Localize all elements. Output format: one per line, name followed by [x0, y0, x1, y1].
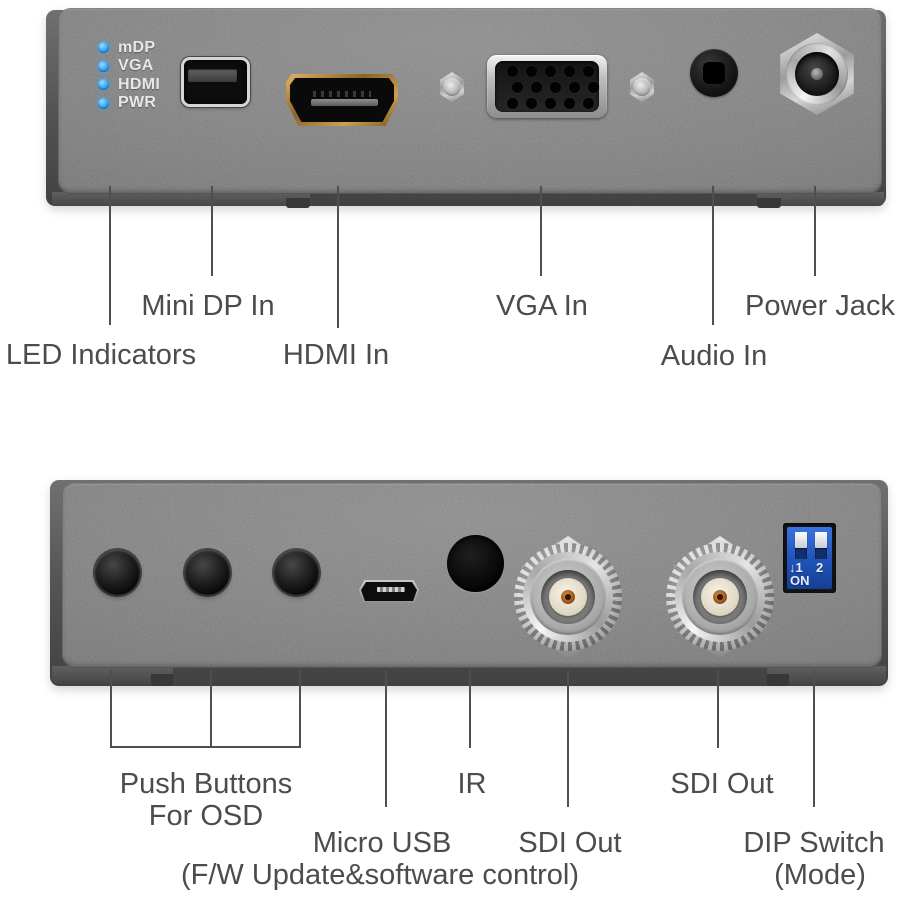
- leader-line-sdi-1: [567, 670, 569, 807]
- hdmi-inner: [290, 78, 394, 122]
- hdmi-port: [286, 74, 398, 126]
- front-chassis-notch-right: [757, 198, 781, 208]
- callout-push-buttons-line2: For OSD: [148, 800, 264, 832]
- led-indicators: mDP VGA HDMI PWR: [98, 38, 161, 112]
- leader-line-ir: [469, 670, 471, 748]
- dip-label-2: 2: [816, 560, 824, 575]
- callout-hdmi-in: HDMI In: [282, 339, 390, 371]
- push-button-2: [185, 550, 230, 595]
- callout-sdi-out-top: SDI Out: [670, 768, 774, 800]
- dip-label-1: ↓1: [789, 560, 803, 575]
- micro-usb-inner: [361, 582, 417, 601]
- led-row-pwr: PWR: [98, 94, 160, 112]
- leader-line-button-3: [299, 670, 301, 748]
- vga-port: [487, 55, 607, 118]
- front-chassis-lip-left: [52, 192, 310, 206]
- mini-dp-slot: [188, 69, 237, 82]
- rear-chassis-notch-right: [767, 674, 789, 686]
- leader-line-sdi-2: [717, 670, 719, 748]
- dip-slot-2: [815, 532, 827, 559]
- callout-dip-switch-line1: DIP Switch: [743, 827, 885, 859]
- leader-line-micro-usb: [385, 670, 387, 807]
- led-dot-pwr: [98, 97, 109, 109]
- front-face: mDP VGA HDMI PWR: [58, 8, 882, 194]
- callout-micro-usb-line2: (F/W Update&software control): [180, 859, 580, 891]
- leader-line-audio: [712, 186, 714, 325]
- leader-line-button-2: [210, 670, 212, 748]
- rear-chassis-notch-left: [151, 674, 173, 686]
- leader-line-button-1: [110, 670, 112, 748]
- leader-bracket-buttons: [110, 746, 301, 748]
- dip-label-on: ON: [790, 573, 810, 588]
- front-chassis-notch-left: [286, 198, 310, 208]
- power-jack-pin: [811, 68, 823, 80]
- leader-line-power: [814, 186, 816, 276]
- led-dot-hdmi: [98, 79, 109, 91]
- callout-push-buttons-line1: Push Buttons: [119, 768, 293, 800]
- callout-power-jack: Power Jack: [745, 290, 895, 322]
- sdi-out-bnc-1: [514, 536, 622, 658]
- push-button-1: [95, 550, 140, 595]
- led-label-hdmi: HDMI: [118, 75, 161, 93]
- led-dot-vga: [98, 60, 109, 72]
- vga-screw-right: [633, 78, 651, 96]
- micro-usb-pins: [377, 587, 405, 592]
- push-button-3: [274, 550, 319, 595]
- leader-line-vga: [540, 186, 542, 276]
- led-row-hdmi: HDMI: [98, 75, 161, 93]
- vga-screw-left: [443, 78, 461, 96]
- dip-lever-1: [795, 532, 807, 548]
- leader-line-hdmi: [337, 186, 339, 328]
- leader-line-mini-dp: [211, 186, 213, 276]
- rear-chassis-lip-left: [52, 666, 173, 684]
- power-jack: [780, 33, 854, 115]
- callout-dip-switch-line2: (Mode): [774, 859, 866, 891]
- sdi-out-bnc-2: [666, 536, 774, 658]
- callout-vga-in: VGA In: [496, 290, 588, 322]
- hdmi-pins: [313, 91, 371, 97]
- audio-jack: [690, 49, 738, 97]
- mini-dp-port: [181, 57, 250, 107]
- leader-line-dip: [813, 670, 815, 807]
- micro-usb-port: [359, 580, 419, 603]
- dip-lever-2: [815, 532, 827, 548]
- audio-jack-hole: [703, 62, 725, 84]
- front-chassis-lip-right: [757, 192, 884, 206]
- leader-line-led: [109, 186, 111, 325]
- dip-switch: ↓1 2 ON: [783, 523, 836, 593]
- hdmi-tongue: [311, 99, 378, 106]
- ir-receiver: [447, 535, 504, 592]
- led-row-vga: VGA: [98, 57, 160, 75]
- led-label-pwr: PWR: [118, 94, 157, 112]
- callout-audio-in: Audio In: [660, 340, 768, 372]
- callout-micro-usb-line1: Micro USB: [312, 827, 452, 859]
- rear-chassis-lip-right: [767, 666, 886, 684]
- led-label-vga: VGA: [118, 57, 154, 75]
- callout-sdi-out-bottom: SDI Out: [518, 827, 622, 859]
- led-dot-mdp: [98, 42, 109, 54]
- callout-ir: IR: [457, 768, 487, 800]
- dip-switch-body: ↓1 2 ON: [787, 527, 832, 589]
- led-row-mdp: mDP: [98, 38, 160, 56]
- dip-slot-1: [795, 532, 807, 559]
- led-label-mdp: mDP: [118, 38, 156, 56]
- callout-led-indicators: LED Indicators: [5, 339, 197, 371]
- callout-mini-dp-in: Mini DP In: [141, 290, 275, 322]
